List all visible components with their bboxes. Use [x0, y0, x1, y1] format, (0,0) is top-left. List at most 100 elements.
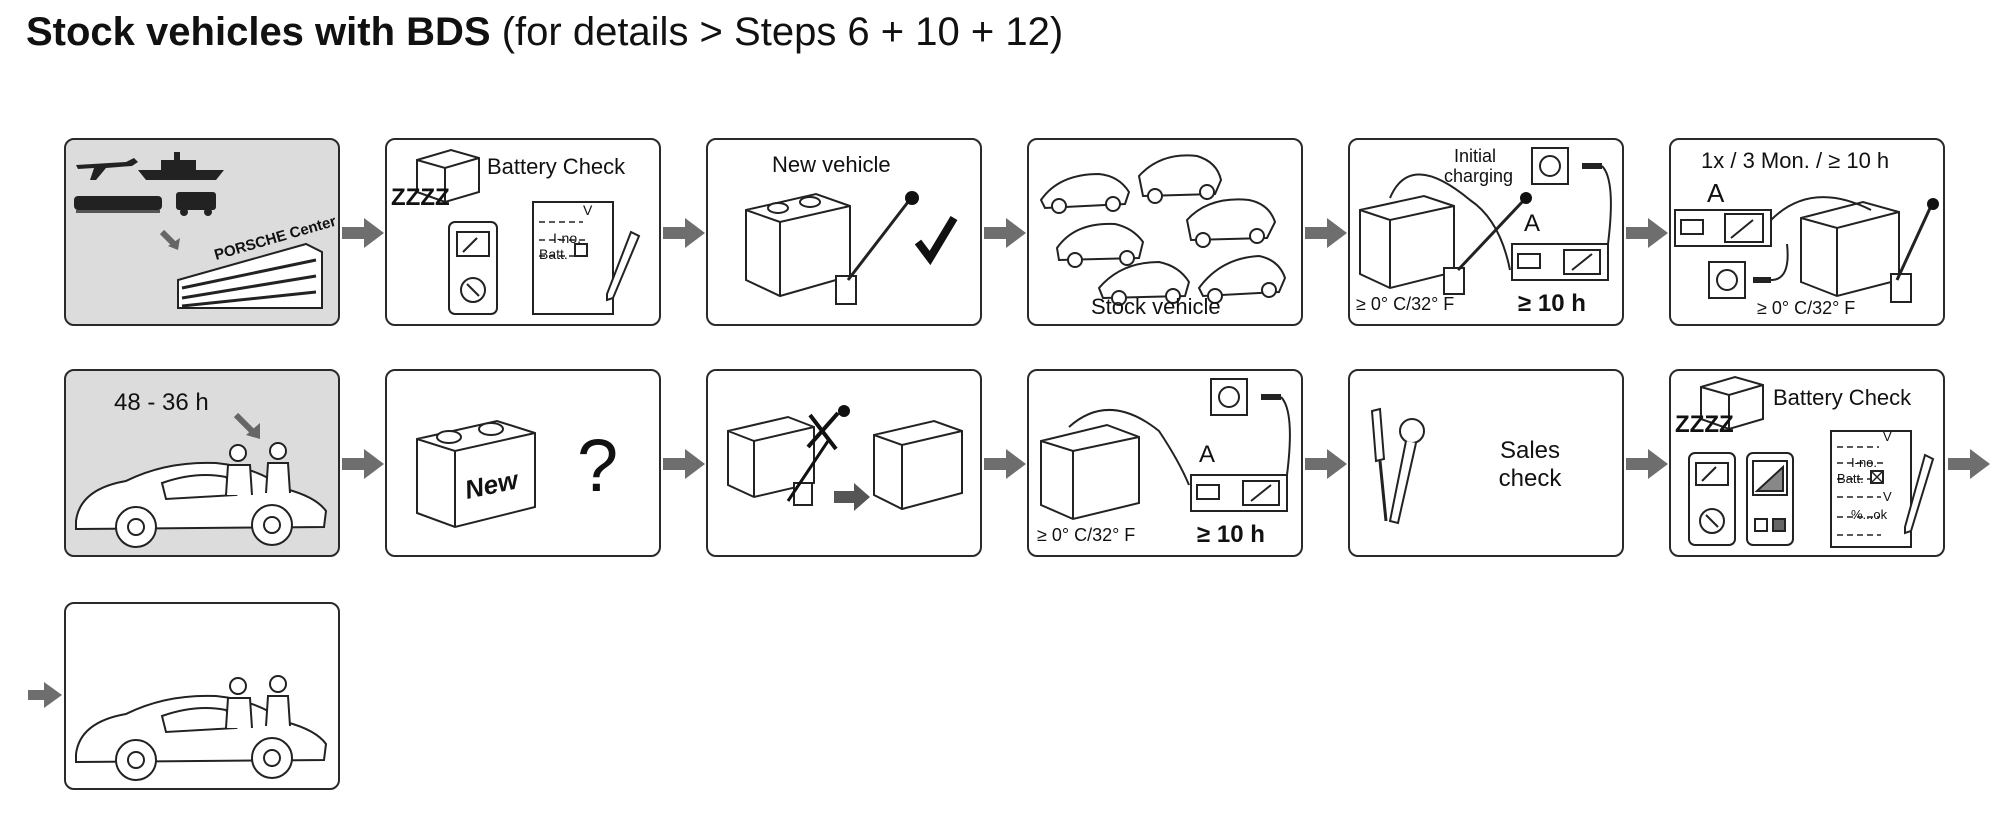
- battery-replace-illustration: [727, 405, 963, 511]
- pen-icon: [606, 230, 641, 302]
- new-vehicle-label: New vehicle: [772, 152, 891, 177]
- pen-icon: [1904, 453, 1935, 535]
- stock-vehicle-label: Stock vehicle: [1091, 294, 1221, 319]
- train-icon: [74, 196, 162, 213]
- battery-icon: [416, 148, 480, 204]
- arrow-down-icon: [233, 412, 255, 434]
- step-battery-check-panel: Battery Check ZZZZ V I-no. Batt.: [385, 138, 661, 326]
- page-title: Stock vehicles with BDS (for details > S…: [26, 10, 1063, 55]
- check-label: check: [1498, 465, 1562, 492]
- form-field-ino: I-no.: [1851, 455, 1878, 470]
- charger-unit-icon: [1511, 243, 1609, 281]
- initial-label: Initial: [1454, 146, 1497, 166]
- flow-arrow-icon: [984, 218, 1026, 248]
- interval-label: 1x / 3 Mon. / ≥ 10 h: [1701, 148, 1890, 173]
- charging-illustration: [1040, 378, 1291, 521]
- disconnect-tool-icon: [846, 191, 919, 281]
- step-periodic-charging-panel: 1x / 3 Mon. / ≥ 10 h A ≥ 0° C/32° F: [1669, 138, 1945, 326]
- screwdriver-icon: [1370, 407, 1388, 522]
- cancel-x-icon: [786, 411, 840, 502]
- arrow-down-icon: [159, 229, 177, 247]
- battery-icon: [1700, 375, 1764, 431]
- initial-charging-illustration: [1359, 147, 1612, 295]
- step-final-battery-check-panel: Battery Check ZZZZ V I-no. Batt. V %...o…: [1669, 369, 1945, 557]
- arrow-right-icon: [834, 483, 870, 511]
- charger-unit-icon: [1674, 209, 1772, 247]
- flow-arrow-icon: [1626, 449, 1668, 479]
- transport-illustration: PORSCHE Center: [74, 152, 338, 309]
- ammeter-label: A: [1707, 178, 1725, 208]
- step-pre-delivery-panel: 48 - 36 h: [64, 369, 340, 557]
- charger-cable-icon: [1770, 196, 1872, 221]
- checklist-form-icon: [532, 201, 614, 315]
- sales-check-illustration: [1370, 407, 1425, 525]
- charger-cable-icon: [1389, 173, 1511, 271]
- step-stock-vehicle-panel: Stock vehicle: [1027, 138, 1303, 326]
- power-socket-icon: [1210, 378, 1291, 476]
- ship-icon: [138, 152, 224, 180]
- porsche-car-icon: [75, 461, 328, 548]
- form-field-batt: Batt.: [1837, 471, 1864, 486]
- flow-arrow-continue-icon: [1948, 449, 1990, 479]
- flow-arrow-icon: [342, 449, 384, 479]
- step-battery-replace-panel: [706, 369, 982, 557]
- step-new-vehicle-panel: New vehicle: [706, 138, 982, 326]
- car-group-icon: [1039, 154, 1287, 306]
- old-battery-icon: [727, 415, 815, 506]
- periodic-charging-illustration: [1674, 196, 1939, 303]
- battery-check-illustration: [416, 148, 641, 315]
- charging-label: charging: [1444, 166, 1514, 186]
- title-bold: Stock vehicles with BDS: [26, 10, 491, 54]
- flow-arrow-icon: [1305, 218, 1347, 248]
- charger-cable-icon: [1068, 408, 1190, 486]
- power-socket-icon: [1531, 147, 1612, 245]
- pre-delivery-illustration: [75, 412, 328, 548]
- multimeter-icon: [448, 221, 498, 315]
- sleep-zzz-icon: ZZZZ: [1675, 411, 1734, 438]
- flow-arrow-icon: [663, 449, 705, 479]
- airplane-icon: [76, 158, 138, 180]
- battery-check-label: Battery Check: [487, 154, 626, 179]
- time-window-label: 48 - 36 h: [114, 389, 209, 416]
- step-sales-check-panel: Sales check: [1348, 369, 1624, 557]
- battery-icon: [745, 192, 857, 305]
- flow-arrow-icon: [1305, 449, 1347, 479]
- new-battery-icon: [873, 419, 963, 511]
- step-transport-panel: PORSCHE Center: [64, 138, 340, 326]
- new-battery-illustration: New: [416, 419, 536, 529]
- people-icon: [225, 442, 291, 496]
- step-new-battery-panel: New ?: [385, 369, 661, 557]
- flow-arrow-icon: [1626, 218, 1668, 248]
- battery-icon: [416, 419, 536, 529]
- duration-label: ≥ 10 h: [1518, 290, 1586, 317]
- form-field-v2: V: [1883, 489, 1892, 504]
- flow-arrow-icon: [984, 449, 1026, 479]
- temperature-label: ≥ 0° C/32° F: [1757, 298, 1856, 318]
- form-field-v: V: [1883, 429, 1892, 444]
- disconnect-tool-icon: [1895, 205, 1933, 281]
- step-charging-panel: A ≥ 0° C/32° F ≥ 10 h: [1027, 369, 1303, 557]
- dealership-building-icon: [177, 242, 323, 309]
- final-battery-check-illustration: [1688, 375, 1935, 548]
- new-vehicle-illustration: [745, 191, 958, 305]
- sales-label: Sales: [1499, 437, 1561, 464]
- battery-icon: [1359, 194, 1465, 295]
- people-icon: [225, 675, 291, 729]
- step-delivery-panel: [64, 602, 340, 790]
- battery-check-label: Battery Check: [1773, 385, 1912, 410]
- title-subtitle: (for details > Steps 6 + 10 + 12): [490, 10, 1064, 54]
- step-initial-charging-panel: Initial charging A ≥ 0° C/32° F ≥ 10 h: [1348, 138, 1624, 326]
- charger-unit-icon: [1190, 474, 1288, 512]
- checklist-form-icon: [1830, 430, 1912, 548]
- ammeter-label: A: [1524, 210, 1541, 237]
- duration-label: ≥ 10 h: [1197, 521, 1265, 548]
- checkmark-icon: [914, 215, 958, 266]
- battery-tester-icon: [1746, 452, 1794, 546]
- multimeter-icon: [1688, 452, 1736, 546]
- form-field-percent-ok: %...ok: [1851, 507, 1888, 522]
- battery-icon: [1040, 423, 1140, 521]
- flow-arrow-incoming-icon: [28, 682, 62, 708]
- ammeter-label: A: [1199, 441, 1216, 468]
- flow-arrow-icon: [342, 218, 384, 248]
- form-field-v: V: [583, 202, 593, 218]
